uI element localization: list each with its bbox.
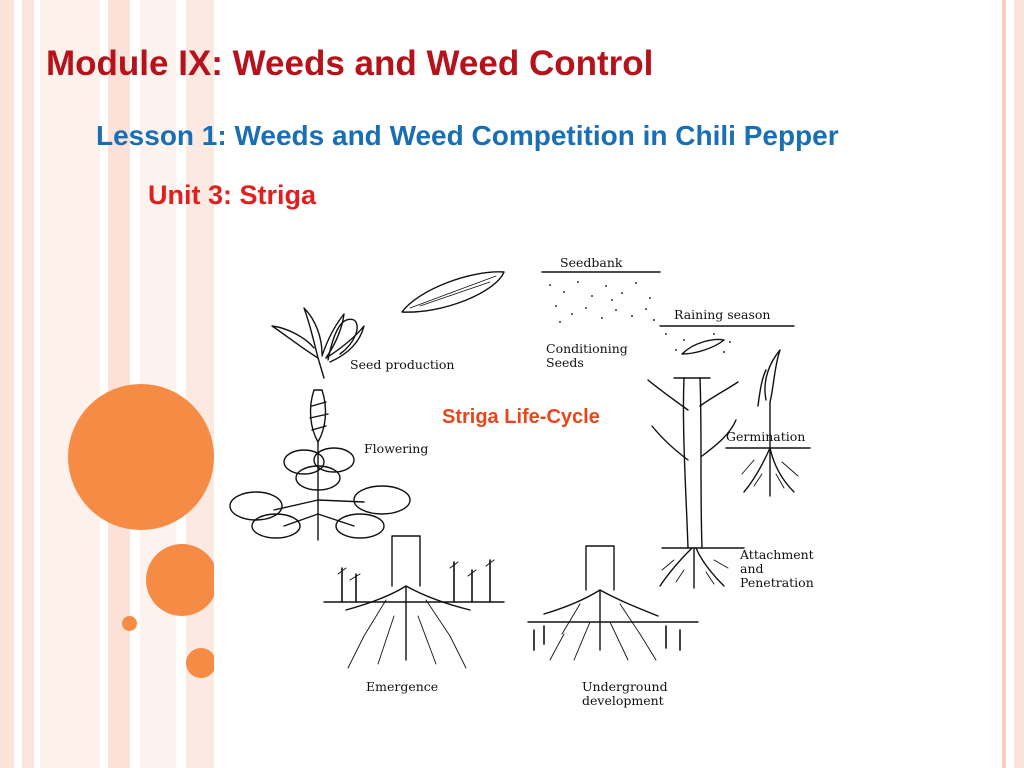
label-underground: Underground: [582, 679, 668, 694]
seed-production-illustration: [271, 307, 365, 379]
decor-circle-medium: [146, 544, 218, 616]
decor-stripe: [186, 0, 214, 768]
germination-illustration: [725, 349, 811, 497]
label-attachment: Attachment: [740, 547, 814, 562]
label-flowering: Flowering: [364, 441, 429, 456]
life-cycle-drawing: [229, 271, 811, 669]
seed-illustration: [401, 271, 505, 313]
label-attachment-and: and: [740, 561, 764, 576]
label-penetration: Penetration: [740, 575, 814, 590]
emergence-illustration: [323, 535, 505, 669]
label-germination: Germination: [726, 429, 806, 444]
decor-stripe-right: [1002, 0, 1006, 768]
life-cycle-title: Striga Life-Cycle: [442, 406, 600, 428]
label-emergence: Emergence: [366, 679, 439, 694]
label-conditioning-seeds: Seeds: [546, 355, 584, 370]
label-seedbank: Seedbank: [560, 255, 623, 270]
label-seed-production: Seed production: [350, 357, 455, 372]
attachment-illustration: [647, 377, 745, 589]
decor-stripe: [108, 0, 130, 768]
slide-subtitle: Lesson 1: Weeds and Weed Competition in …: [96, 120, 839, 151]
label-raining-season: Raining season: [674, 307, 771, 322]
flowering-illustration: [229, 389, 411, 541]
decor-circle-large: [68, 384, 214, 530]
decor-stripe-right: [1014, 0, 1024, 768]
decor-stripe: [22, 0, 34, 768]
seedbank-illustration: [541, 271, 661, 323]
slide-title: Module IX: Weeds and Weed Control: [46, 44, 654, 83]
label-conditioning: Conditioning: [546, 341, 628, 356]
decor-stripe: [0, 0, 14, 768]
decor-circle-small: [186, 648, 216, 678]
label-underground-development: development: [582, 693, 664, 708]
decor-circle-tiny: [122, 616, 137, 631]
slide-unit: Unit 3: Striga: [148, 180, 317, 210]
raining-season-illustration: [659, 325, 795, 355]
underground-development-illustration: [527, 545, 699, 661]
decor-stripe: [40, 0, 100, 768]
striga-life-cycle-figure: Seedbank Raining season Conditioning See…: [214, 230, 844, 750]
